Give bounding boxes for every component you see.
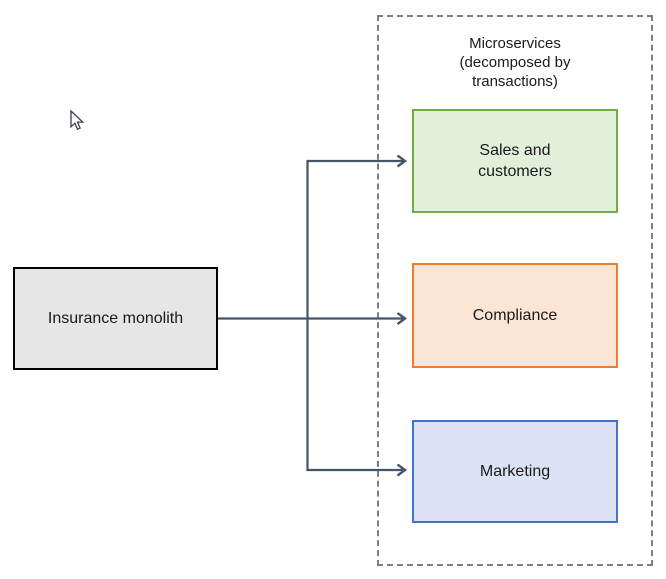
node-sales-and-customers[interactable]: Sales and customers — [412, 109, 618, 213]
mouse-cursor-icon — [70, 110, 84, 131]
node-sales-and-customers-label: Sales and customers — [478, 142, 552, 180]
node-compliance-label: Compliance — [472, 307, 558, 324]
microservices-group-label: Microservices (decomposed by transaction… — [459, 35, 571, 90]
node-insurance-monolith-label: Insurance monolith — [47, 310, 184, 327]
node-compliance[interactable]: Compliance — [412, 263, 618, 368]
node-insurance-monolith[interactable]: Insurance monolith — [13, 267, 218, 370]
node-marketing-label: Marketing — [479, 463, 551, 480]
node-marketing[interactable]: Marketing — [412, 420, 618, 523]
